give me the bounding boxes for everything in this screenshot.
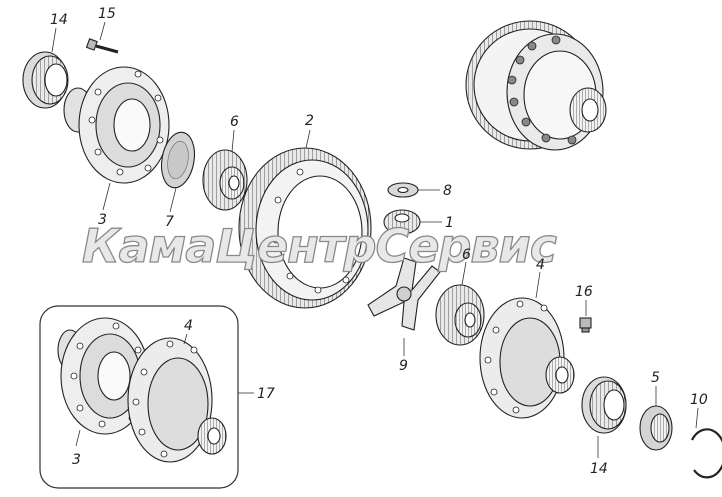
washer-8 — [387, 182, 419, 198]
callout-6-mid: 6 — [462, 247, 471, 263]
callout-10: 10 — [690, 392, 708, 408]
callout-15: 15 — [98, 6, 116, 22]
case-half-3-top — [63, 66, 170, 184]
callout-1: 1 — [445, 215, 454, 231]
callout-4-left: 4 — [184, 318, 193, 334]
callout-7: 7 — [165, 214, 174, 230]
callout-8: 8 — [443, 183, 452, 199]
snap-ring-10 — [691, 428, 722, 479]
callout-3-bottom: 3 — [72, 452, 81, 468]
ring-gear-2 — [238, 147, 372, 309]
case-half-3-bottom — [57, 317, 150, 435]
case-half-4-bottom — [127, 337, 227, 463]
cross-spider-9 — [367, 257, 441, 331]
case-half-4-right — [479, 297, 575, 419]
callout-3-top: 3 — [98, 212, 107, 228]
bearing-14-top — [22, 51, 69, 109]
side-gear-6-top — [202, 149, 248, 211]
side-gear-6-mid — [435, 284, 485, 346]
nut-5 — [639, 405, 673, 451]
pinion-gear-1 — [383, 209, 421, 235]
callout-14-top: 14 — [50, 12, 68, 28]
plug-16 — [579, 317, 592, 333]
bearing-14-bottom — [581, 376, 627, 434]
callout-6-top: 6 — [230, 114, 239, 130]
callout-16: 16 — [575, 284, 593, 300]
callout-2: 2 — [305, 113, 314, 129]
callout-5: 5 — [651, 370, 660, 386]
callout-14-bottom: 14 — [590, 461, 608, 477]
callout-17: 17 — [257, 386, 275, 402]
thrust-washer-7 — [160, 131, 196, 189]
bolt-15 — [85, 38, 119, 54]
assembled-differential — [465, 20, 607, 151]
assembly-17-box — [39, 305, 239, 489]
watermark-text: КамаЦентрСервис — [82, 219, 557, 273]
callout-4-right: 4 — [536, 257, 545, 273]
callout-9: 9 — [399, 358, 408, 374]
